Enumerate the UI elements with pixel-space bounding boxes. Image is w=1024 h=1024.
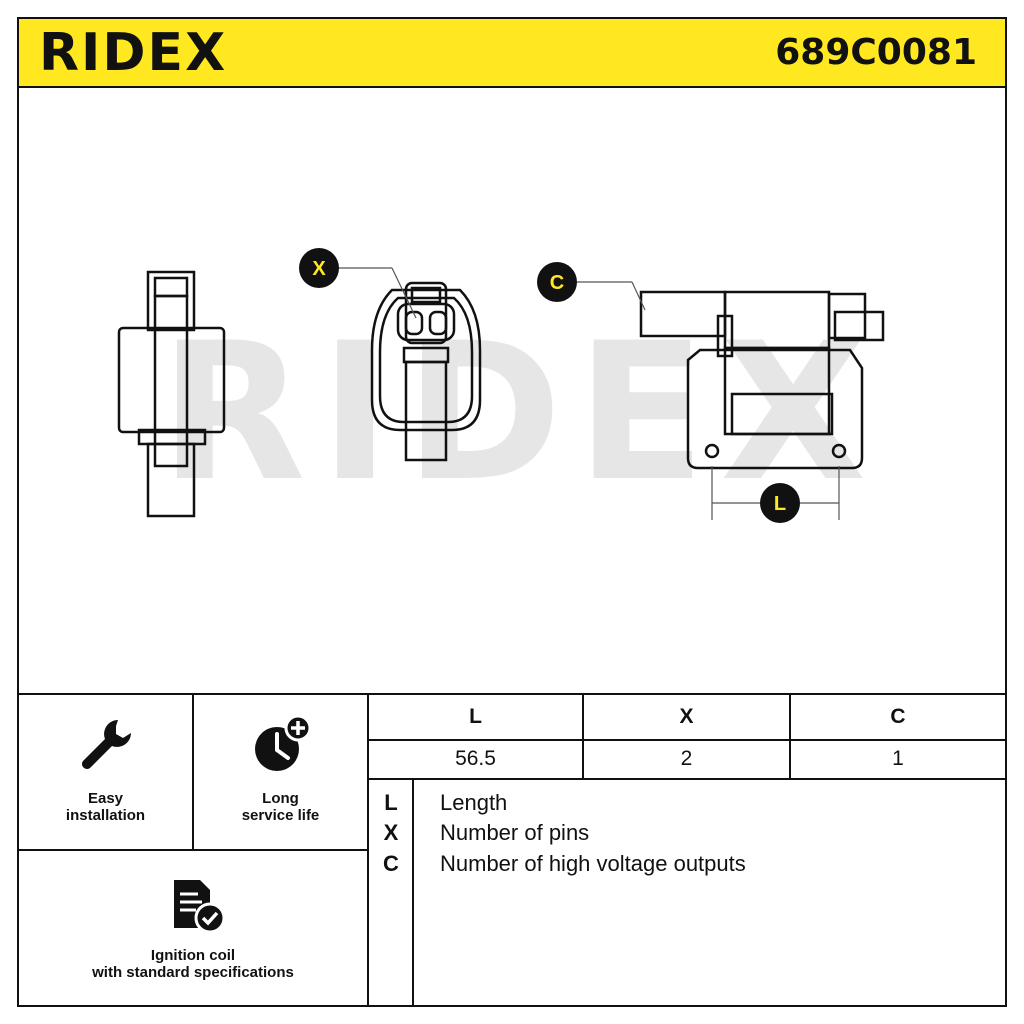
feature-ignition-coil: Ignition coil with standard specificatio… [18,947,368,981]
document-check-icon [174,880,226,934]
feature-easy-installation: Easy installation [18,790,193,824]
side-view-part [117,270,226,518]
spec-header-x: X [679,705,694,728]
feature-line1: Easy [87,790,124,807]
callout-x-label: X [312,258,326,280]
header-bar: RIDEX 689C0081 [19,19,1005,88]
callout-l-label: L [774,493,786,515]
part-number: 689C0081 [775,32,977,73]
spec-value-x: 2 [680,747,693,770]
spec-sheet-frame: RIDEX 689C0081 [17,17,1007,1007]
callout-c-label: C [550,272,564,294]
watermark-logo: RIDEX [160,302,881,523]
feature-line2: with standard specifications [92,964,294,981]
brand-logo: RIDEX [39,23,228,83]
legend-key-x: X [383,820,399,845]
wrench-icon [81,720,131,769]
spec-value-c: 1 [892,747,904,770]
feature-line2: installation [65,807,146,824]
callout-c: C [537,262,577,302]
spec-header-l: L [469,705,482,728]
feature-long-service-life: Long service life [193,790,368,824]
callout-x: X [299,248,339,288]
technical-drawing: RIDEX [117,248,885,523]
callout-l: L [760,483,800,523]
spec-header-c: C [890,705,906,728]
feature-line2: service life [241,807,320,824]
legend-desc-c: Number of high voltage outputs [440,851,746,876]
feature-line1: Ignition coil [150,947,236,964]
legend-key-l: L [384,790,398,815]
spec-value-l: 56.5 [455,747,496,770]
legend-key-c: C [383,851,399,876]
clock-plus-icon [255,714,312,771]
legend-desc-l: Length [440,790,508,815]
front-view-part [370,281,482,462]
legend-desc-x: Number of pins [440,820,590,845]
top-view-part [639,290,885,470]
feature-line1: Long [262,790,299,807]
